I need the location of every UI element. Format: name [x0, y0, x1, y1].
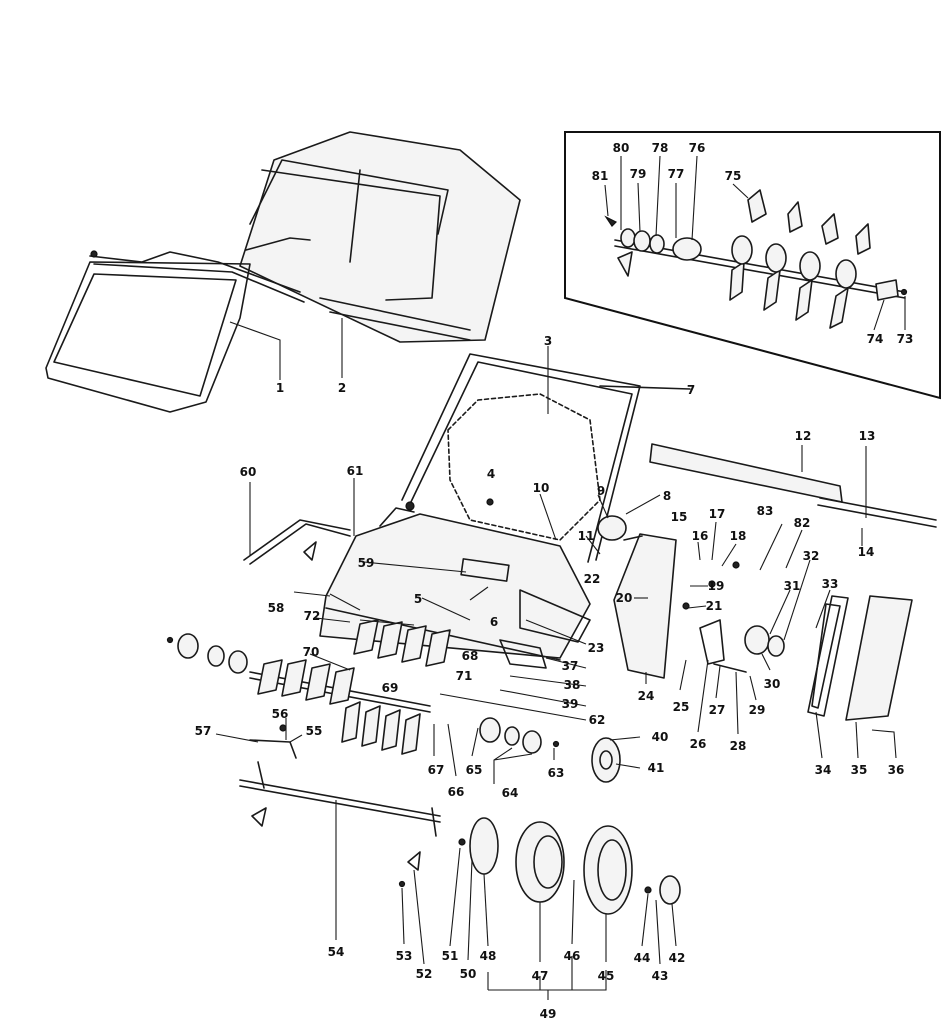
callout-28: 28	[730, 739, 747, 753]
belt-cover	[613, 533, 677, 679]
callout-6: 6	[490, 615, 498, 629]
callout-53: 53	[396, 949, 413, 963]
callout-14: 14	[858, 545, 875, 559]
basket-frame	[45, 250, 305, 413]
callout-55: 55	[306, 724, 323, 738]
callout-51: 51	[442, 949, 459, 963]
rear-axle	[239, 739, 441, 837]
callout-2: 2	[338, 381, 346, 395]
callout-24: 24	[638, 689, 655, 703]
callout-81: 81	[592, 169, 609, 183]
callout-19: 19	[708, 579, 725, 593]
callout-77: 77	[668, 167, 685, 181]
callout-23: 23	[588, 641, 605, 655]
callout-71: 71	[456, 669, 473, 683]
callout-64: 64	[502, 786, 519, 800]
callout-37: 37	[562, 659, 579, 673]
callout-17: 17	[709, 507, 726, 521]
callout-50: 50	[460, 967, 477, 981]
grass-box	[239, 131, 521, 343]
rotor-blades	[257, 619, 451, 755]
callout-11: 11	[578, 529, 595, 543]
callout-83: 83	[757, 504, 774, 518]
callout-73: 73	[897, 332, 914, 346]
callout-75: 75	[725, 169, 742, 183]
rotor-assembly	[166, 619, 560, 755]
callout-22: 22	[584, 572, 601, 586]
callout-76: 76	[689, 141, 706, 155]
belt-and-pulleys	[597, 515, 913, 721]
callout-29: 29	[749, 703, 766, 717]
callout-25: 25	[673, 700, 690, 714]
callout-65: 65	[466, 763, 483, 777]
callout-41: 41	[648, 761, 665, 775]
callout-labels: 1 2 3 4 5 6 7 8 9 10 11 12 13 14 15 16 1…	[195, 141, 914, 1021]
callout-61: 61	[347, 464, 364, 478]
leader-lines	[215, 318, 897, 1000]
callout-47: 47	[532, 969, 549, 983]
callout-62: 62	[589, 713, 606, 727]
callout-8: 8	[663, 489, 671, 503]
callout-33: 33	[822, 577, 839, 591]
callout-54: 54	[328, 945, 345, 959]
callout-79: 79	[630, 167, 647, 181]
callout-43: 43	[652, 969, 669, 983]
callout-31: 31	[784, 579, 801, 593]
callout-36: 36	[888, 763, 905, 777]
callout-70: 70	[303, 645, 320, 659]
front-wheel	[591, 737, 621, 783]
callout-15: 15	[671, 510, 688, 524]
callout-12: 12	[795, 429, 812, 443]
callout-58: 58	[268, 601, 285, 615]
small-parts	[243, 519, 740, 888]
callout-67: 67	[428, 763, 445, 777]
callout-3: 3	[544, 334, 552, 348]
callout-9: 9	[597, 484, 605, 498]
callout-56: 56	[272, 707, 289, 721]
callout-59: 59	[358, 556, 375, 570]
rear-wheel-assembly	[458, 817, 681, 915]
tine-rotor-inset	[564, 131, 941, 400]
callout-42: 42	[669, 951, 686, 965]
callout-26: 26	[690, 737, 707, 751]
callout-35: 35	[851, 763, 868, 777]
callout-69: 69	[382, 681, 399, 695]
callout-16: 16	[692, 529, 709, 543]
callout-72: 72	[304, 609, 321, 623]
callout-34: 34	[815, 763, 832, 777]
callout-30: 30	[764, 677, 781, 691]
callout-74: 74	[867, 332, 884, 346]
callout-48: 48	[480, 949, 497, 963]
side-rail	[649, 443, 937, 528]
callout-68: 68	[462, 649, 479, 663]
callout-80: 80	[613, 141, 630, 155]
callout-66: 66	[448, 785, 465, 799]
callout-57: 57	[195, 724, 212, 738]
callout-46: 46	[564, 949, 581, 963]
callout-44: 44	[634, 951, 651, 965]
callout-27: 27	[709, 703, 726, 717]
callout-18: 18	[730, 529, 747, 543]
callout-49: 49	[540, 1007, 557, 1021]
tine-blades	[729, 189, 899, 329]
callout-32: 32	[803, 549, 820, 563]
callout-52: 52	[416, 967, 433, 981]
callout-21: 21	[706, 599, 723, 613]
callout-63: 63	[548, 766, 565, 780]
callout-39: 39	[562, 697, 579, 711]
callout-4: 4	[487, 467, 495, 481]
callout-60: 60	[240, 465, 257, 479]
callout-38: 38	[564, 678, 581, 692]
callout-7: 7	[687, 383, 695, 397]
callout-13: 13	[859, 429, 876, 443]
callout-20: 20	[616, 591, 633, 605]
callout-5: 5	[414, 592, 422, 606]
callout-45: 45	[598, 969, 615, 983]
callout-78: 78	[652, 141, 669, 155]
callout-1: 1	[276, 381, 284, 395]
callout-10: 10	[533, 481, 550, 495]
callout-40: 40	[652, 730, 669, 744]
callout-82: 82	[794, 516, 811, 530]
